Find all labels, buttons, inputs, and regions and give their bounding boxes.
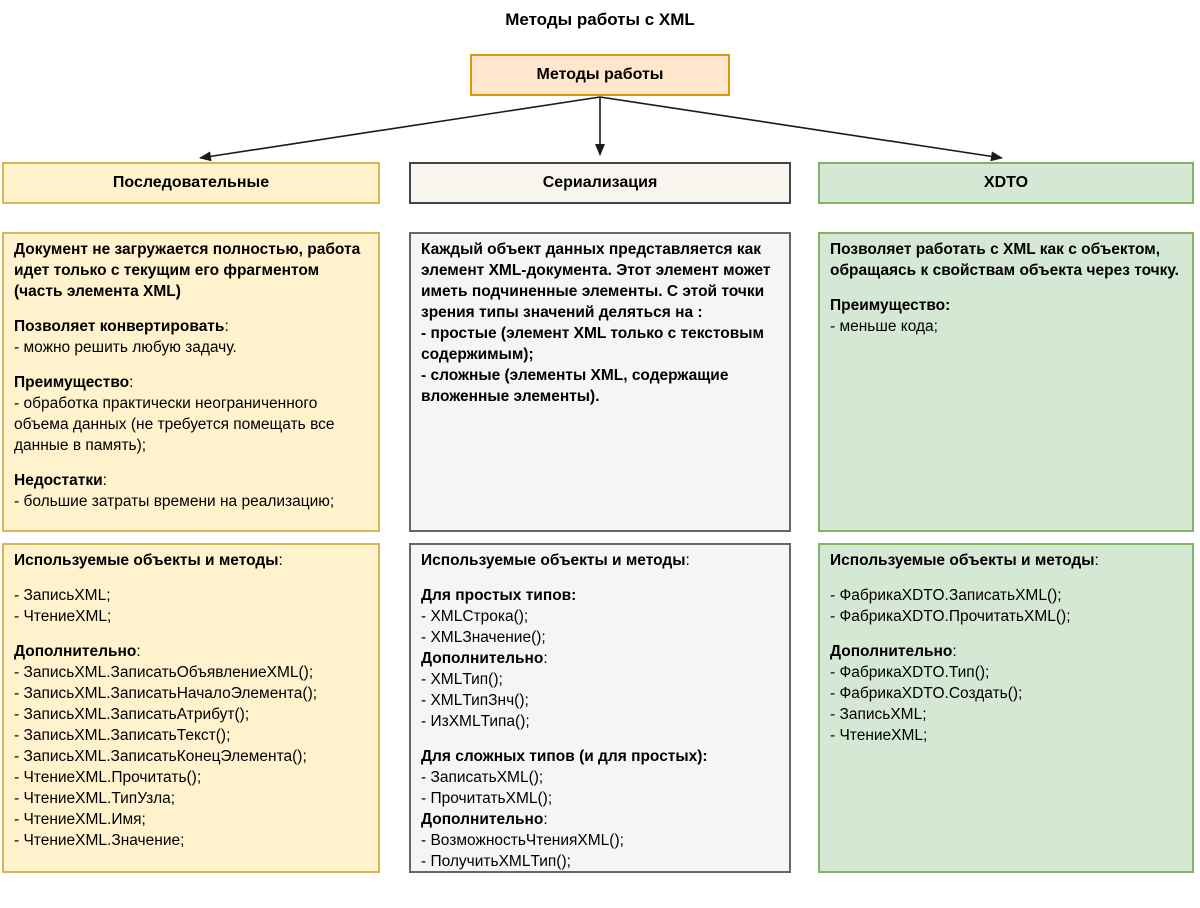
arrow-to-sequential (199, 96, 601, 162)
text-line: - сложные (элементы XML, содержащие влож… (421, 367, 729, 405)
diagram-title: Методы работы с XML (505, 10, 695, 29)
text-line: Дополнительно: (421, 811, 548, 828)
text-line: - большие затраты времени на реализацию; (14, 493, 335, 510)
text-line (830, 571, 1182, 585)
text-line: Дополнительно: (830, 643, 957, 660)
text-line: Для сложных типов (и для простых): (421, 748, 708, 765)
text-line: - ЧтениеXML.Имя; (14, 811, 146, 828)
text-line: - ПрочитатьXML(); (421, 790, 553, 807)
arrow-to-xdto (599, 96, 1003, 162)
text-line (830, 281, 1182, 295)
text-line: Преимущество: (830, 297, 951, 314)
text-line (421, 732, 779, 746)
text-line: Позволяет работать с XML как с объектом,… (830, 241, 1179, 279)
text-line: - можно решить любую задачу. (14, 339, 237, 356)
text-line: - XMLЗначение(); (421, 629, 546, 646)
text-line: Используемые объекты и методы: (14, 552, 283, 569)
text-line: - ЗаписьXML.ЗаписатьОбъявлениеXML(); (14, 664, 314, 681)
text-line: - меньше кода; (830, 318, 938, 335)
text-line: Каждый объект данных представляется как … (421, 241, 771, 321)
text-line: - обработка практически неограниченного … (14, 395, 335, 454)
text-line (14, 456, 368, 470)
root-node-label: Методы работы (536, 66, 664, 83)
sequential-description-box: Документ не загружается полностью, работ… (2, 232, 380, 532)
column-header-label: XDTO (983, 174, 1029, 191)
text-line: Позволяет конвертировать: (14, 318, 229, 335)
text-line: - ЧтениеXML; (14, 608, 112, 625)
text-line: - XMLТипЗнч(); (421, 692, 529, 709)
text-line: - ЗаписьXML.ЗаписатьАтрибут(); (14, 706, 250, 723)
text-line (14, 302, 368, 316)
text-line: - ФабрикаXDTO.Создать(); (830, 685, 1023, 702)
text-line: - ФабрикаXDTO.ЗаписатьXML(); (830, 587, 1062, 604)
text-line: - ФабрикаXDTO.Тип(); (830, 664, 990, 681)
text-line: - XMLСтрока(); (421, 608, 529, 625)
text-line: - простые (элемент XML только с текстовы… (421, 325, 764, 363)
text-line: - ЗаписьXML; (830, 706, 927, 723)
text-line: - ВозможностьЧтенияXML(); (421, 832, 624, 849)
sequential-methods-box: Используемые объекты и методы: - ЗаписьXM… (2, 543, 380, 873)
text-line: - ИзXMLТипа(); (421, 713, 530, 730)
column-header-sequential: Последовательные (2, 162, 380, 204)
column-header-serialization: Сериализация (409, 162, 791, 204)
text-line: - ЗаписатьXML(); (421, 769, 544, 786)
text-line: - ЧтениеXML.Прочитать(); (14, 769, 202, 786)
column-header-label: Последовательные (112, 174, 270, 191)
text-line: Используемые объекты и методы: (830, 552, 1099, 569)
text-line: Документ не загружается полностью, работ… (14, 241, 361, 300)
text-line: - ЧтениеXML.ТипУзла; (14, 790, 176, 807)
text-line: - ЗаписьXML.ЗаписатьНачалоЭлемента(); (14, 685, 318, 702)
column-header-xdto: XDTO (818, 162, 1194, 204)
text-line: - ЗаписьXML.ЗаписатьТекст(); (14, 727, 231, 744)
text-line (830, 627, 1182, 641)
xdto-methods-box: Используемые объекты и методы: - ФабрикаX… (818, 543, 1194, 873)
text-line: Дополнительно: (421, 650, 548, 667)
xdto-description-box: Позволяет работать с XML как с объектом,… (818, 232, 1194, 532)
text-line: - ЗаписьXML.ЗаписатьКонецЭлемента(); (14, 748, 307, 765)
text-line: - ПолучитьXMLТип(); (421, 853, 571, 870)
text-line (421, 571, 779, 585)
text-line: - ФабрикаXDTO.ПрочитатьXML(); (830, 608, 1071, 625)
serialization-methods-box: Используемые объекты и методы: Для просты… (409, 543, 791, 873)
text-line: Для простых типов: (421, 587, 577, 604)
root-node: Методы работы (470, 54, 730, 96)
serialization-description-box: Каждый объект данных представляется как … (409, 232, 791, 532)
text-line: Недостатки: (14, 472, 107, 489)
column-header-label: Сериализация (542, 174, 658, 191)
text-line: - ЧтениеXML.Значение; (14, 832, 185, 849)
text-line: - ЗаписьXML; (14, 587, 111, 604)
text-line: Используемые объекты и методы: (421, 552, 690, 569)
text-line: - ЧтениеXML; (830, 727, 928, 744)
text-line (14, 627, 368, 641)
text-line (14, 358, 368, 372)
text-line: - XMLТип(); (421, 671, 503, 688)
text-line (14, 571, 368, 585)
text-line: Дополнительно: (14, 643, 141, 660)
text-line: Преимущество: (14, 374, 134, 391)
